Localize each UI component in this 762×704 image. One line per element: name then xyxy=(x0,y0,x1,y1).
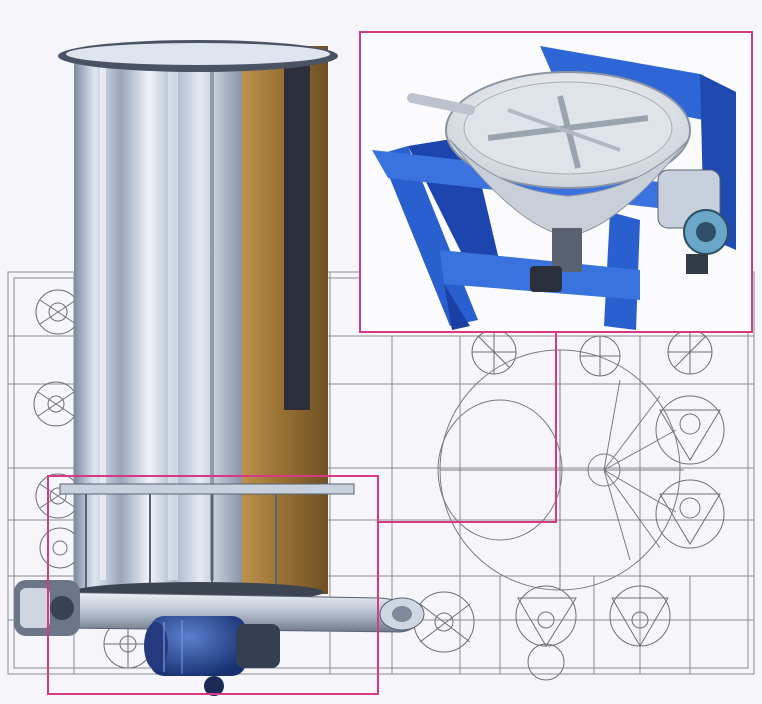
tank-clamp-ring xyxy=(59,483,355,495)
callout-connector xyxy=(378,332,557,523)
tank-brass-panel xyxy=(232,46,328,594)
gear-motor xyxy=(144,616,280,696)
drive-motor xyxy=(657,169,729,274)
outlet-pipe xyxy=(39,591,425,633)
hopper-inset xyxy=(360,32,752,332)
mixing-hopper xyxy=(407,71,691,292)
focus-frame xyxy=(47,475,379,695)
tank-sight-slot xyxy=(284,56,310,410)
tank-body xyxy=(74,50,242,596)
central-rotor xyxy=(437,349,684,591)
tank xyxy=(58,40,355,602)
callout-annotations xyxy=(47,31,753,695)
